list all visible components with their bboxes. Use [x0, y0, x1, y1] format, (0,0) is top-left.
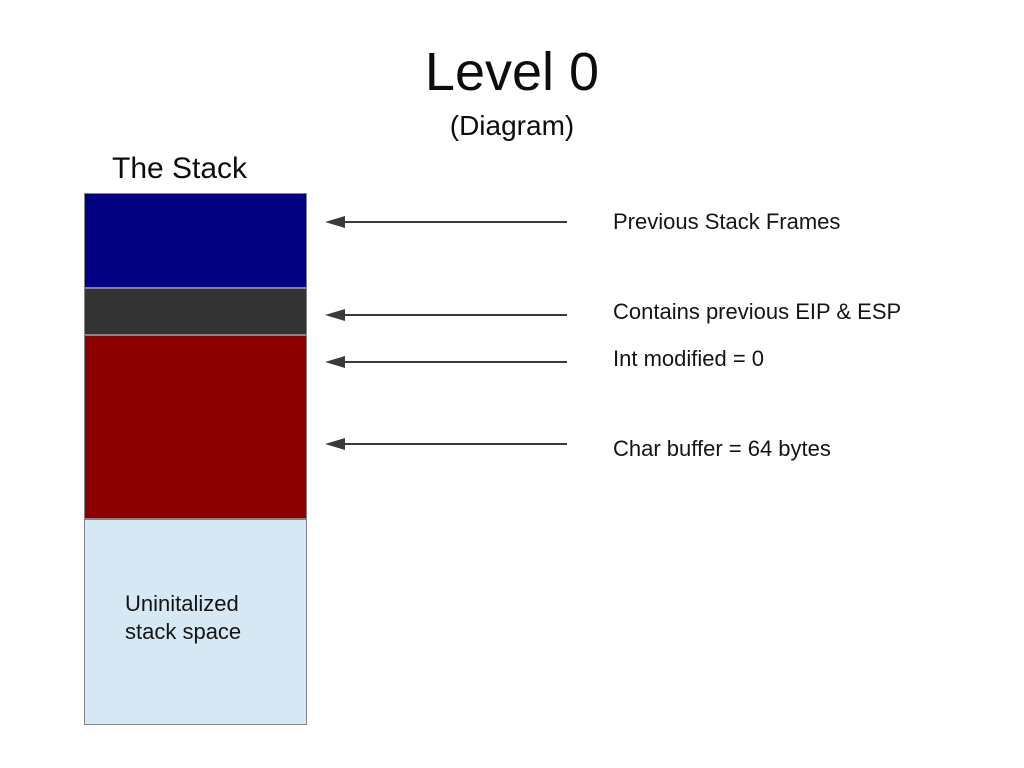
stack-block-saved-registers: [84, 288, 307, 335]
annotation-contains-previous-eip-esp: Contains previous EIP & ESP: [613, 299, 902, 324]
uninitialized-space-label-line1: Uninitalized: [125, 591, 239, 616]
stack-heading: The Stack: [112, 152, 248, 185]
stack-block-uninitialized-space: Uninitalized stack space: [84, 519, 307, 725]
slide-subtitle: (Diagram): [449, 110, 575, 141]
stack-block-local-variables: [84, 335, 307, 519]
annotation-char-buffer: Char buffer = 64 bytes: [613, 436, 831, 461]
arrow-int-modified: [325, 356, 567, 368]
slide-title: Level 0: [424, 42, 600, 102]
arrow-char-buffer: [325, 438, 567, 450]
uninitialized-space-label: Uninitalized stack space: [125, 590, 241, 646]
annotation-previous-stack-frames: Previous Stack Frames: [613, 209, 841, 234]
stack-block-previous-frames: [84, 193, 307, 288]
annotation-int-modified: Int modified = 0: [613, 346, 765, 371]
uninitialized-space-label-line2: stack space: [125, 619, 242, 644]
arrow-previous-stack-frames: [325, 216, 567, 228]
arrow-contains-previous-eip-esp: [325, 309, 567, 321]
